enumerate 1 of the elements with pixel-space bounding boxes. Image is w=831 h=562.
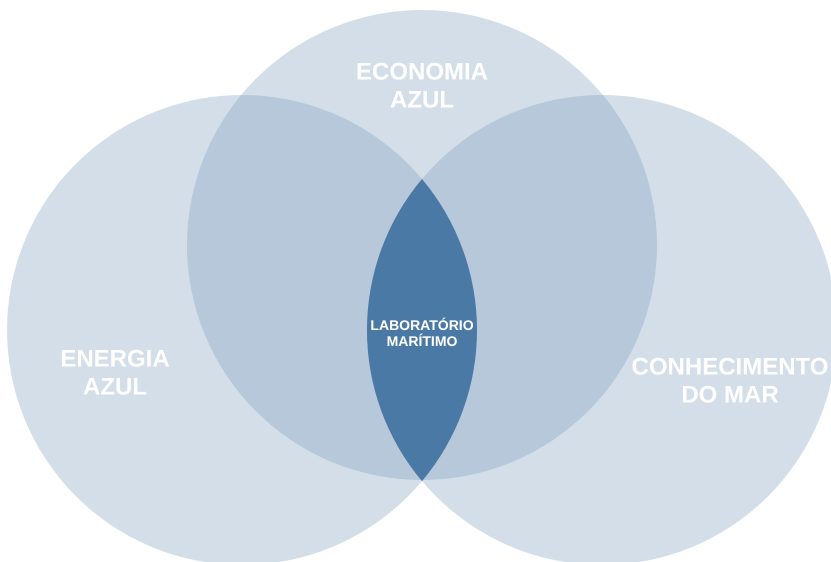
- intersection-label: LABORATÓRIO MARÍTIMO: [369, 316, 475, 350]
